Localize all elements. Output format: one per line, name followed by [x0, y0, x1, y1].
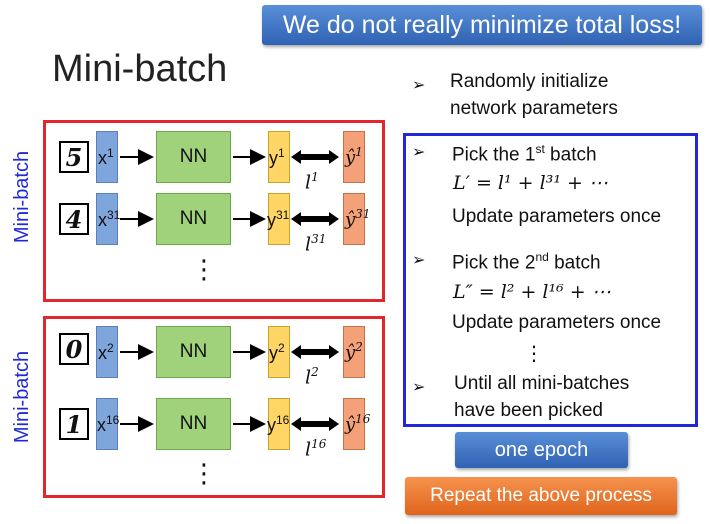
- loss-label: l2: [305, 365, 319, 389]
- target-yhat-label: ŷ2: [345, 340, 363, 363]
- digit-image: 0: [59, 333, 89, 365]
- loss-label: l31: [305, 232, 327, 256]
- step-pick-second-batch: Pick the 2nd batch: [452, 250, 601, 274]
- headline-text: We do not really minimize total loss!: [282, 10, 682, 39]
- loss-formula-first: L′ = l¹ + l³¹ + ⋯: [453, 172, 608, 194]
- bullet-arrow-icon: ➢: [412, 144, 426, 161]
- update-once-second: Update parameters once: [452, 312, 662, 333]
- headline-banner: We do not really minimize total loss!: [262, 5, 702, 45]
- output-y-label: y2: [269, 341, 285, 363]
- input-x-box: [96, 193, 118, 245]
- mini-batch-2-label: Mini-batch: [11, 350, 33, 444]
- nn-box: NN: [156, 193, 231, 245]
- mini-batch-2-box: [43, 316, 385, 498]
- bullet-arrow-icon: ➢: [412, 77, 426, 94]
- output-y-box: [268, 326, 290, 378]
- target-yhat-box: [343, 131, 365, 183]
- one-epoch-label: one epoch: [455, 432, 628, 468]
- target-yhat-label: ŷ1: [345, 145, 363, 168]
- loss-label: l16: [305, 437, 327, 461]
- output-y-label: y1: [269, 146, 285, 168]
- digit-image: 1: [59, 408, 89, 440]
- loss-formula-second: L″ = l² + l¹⁶ + ⋯: [453, 281, 611, 303]
- target-yhat-label: ŷ31: [345, 207, 371, 230]
- input-x-label: x16: [97, 413, 120, 435]
- epoch-steps-box: [403, 133, 698, 427]
- digit-image: 5: [59, 141, 89, 173]
- output-y-box: [268, 131, 290, 183]
- update-once-first: Update parameters once: [452, 206, 662, 227]
- repeat-process-label: Repeat the above process: [405, 477, 677, 515]
- step-pick-first-batch: Pick the 1st batch: [452, 142, 597, 166]
- input-x-box: [96, 131, 118, 183]
- target-yhat-box: [343, 193, 365, 245]
- input-x-box: [96, 326, 118, 378]
- nn-box: NN: [156, 131, 231, 183]
- ellipsis-steps: ⋮: [524, 343, 544, 365]
- target-yhat-label: ŷ16: [345, 412, 371, 435]
- target-yhat-box: [343, 398, 365, 450]
- digit-image: 4: [59, 203, 89, 235]
- output-y-box: [268, 398, 290, 450]
- output-y-box: [268, 193, 290, 245]
- step-until-all-picked: Until all mini-batches have been picked: [454, 373, 630, 421]
- mini-batch-1-label: Mini-batch: [11, 150, 33, 244]
- input-x-box: [96, 398, 118, 450]
- ellipsis-more: ⋮: [191, 254, 217, 284]
- nn-box: NN: [156, 326, 231, 378]
- slide-title: Mini-batch: [52, 48, 228, 90]
- loss-label: l1: [305, 170, 319, 194]
- target-yhat-box: [343, 326, 365, 378]
- input-x-label: x31: [98, 208, 121, 230]
- output-y-label: y16: [267, 413, 290, 435]
- step-initialize: Randomly initialize network parameters: [450, 71, 618, 119]
- nn-box: NN: [156, 398, 231, 450]
- output-y-label: y31: [267, 208, 290, 230]
- ellipsis-more: ⋮: [191, 458, 217, 488]
- bullet-arrow-icon: ➢: [412, 252, 426, 269]
- mini-batch-1-box: [43, 120, 385, 302]
- input-x-label: x1: [98, 146, 114, 168]
- input-x-label: x2: [98, 341, 114, 363]
- bullet-arrow-icon: ➢: [412, 379, 426, 396]
